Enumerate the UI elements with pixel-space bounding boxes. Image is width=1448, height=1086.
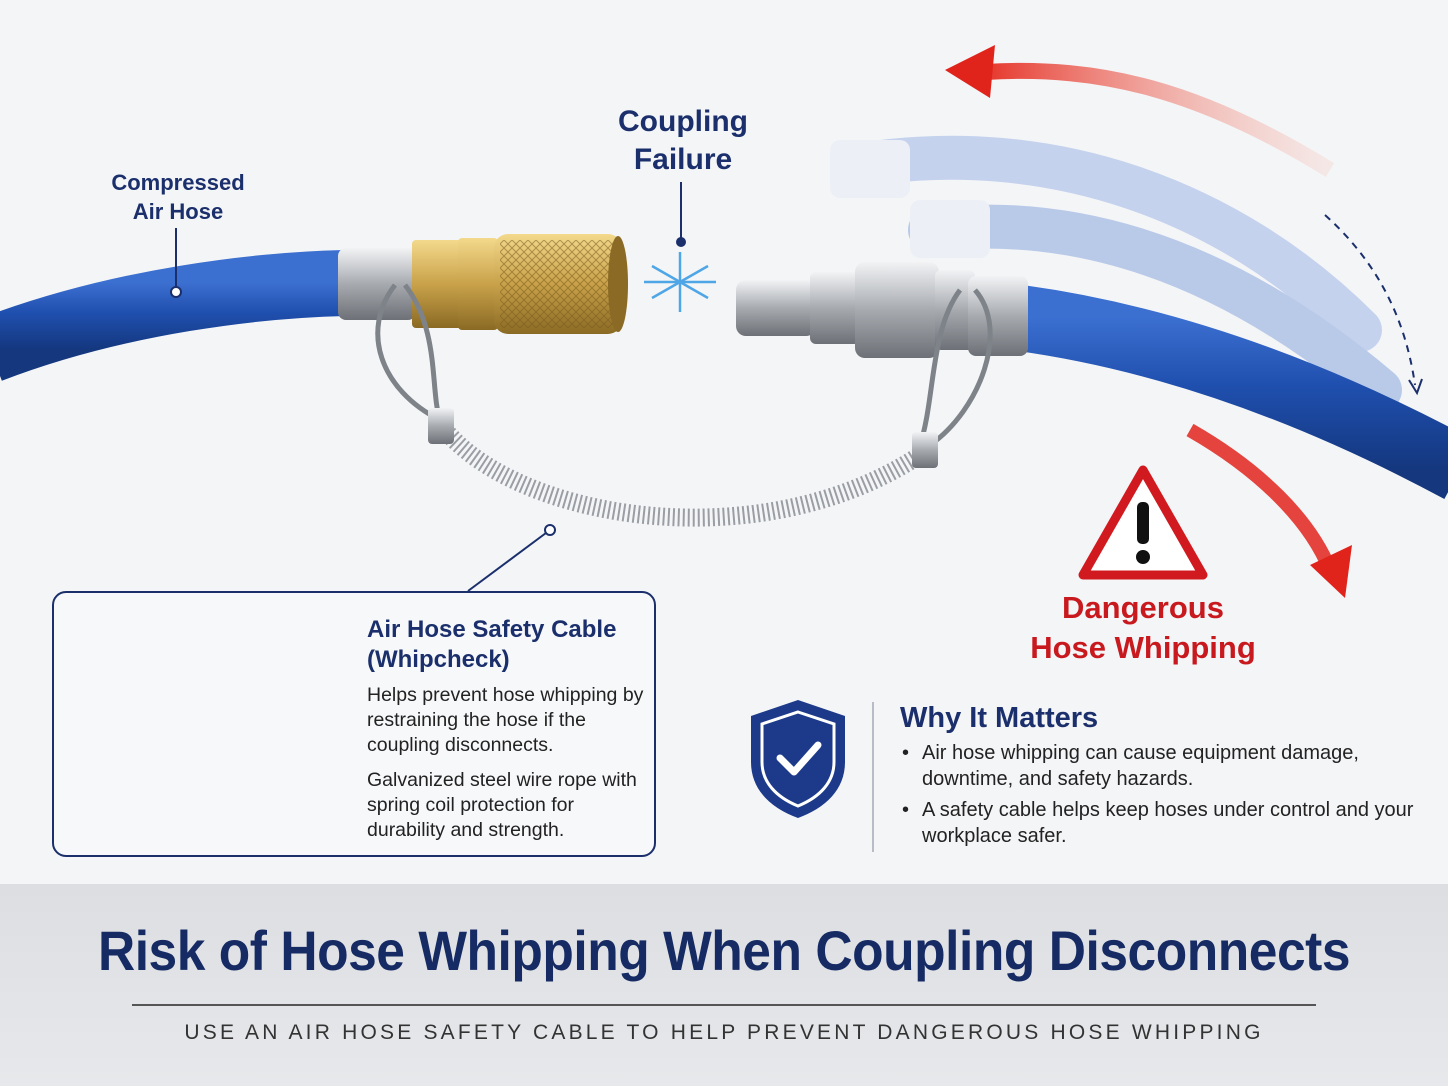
whip-arrow-icon xyxy=(945,45,1423,598)
leader-lines xyxy=(170,182,686,592)
callout-title-line1: Air Hose Safety Cable xyxy=(367,616,617,643)
motion-blur-hoses xyxy=(830,135,1402,412)
main-title: Risk of Hose Whipping When Coupling Disc… xyxy=(97,919,1351,982)
danger-label: Dangerous Hose Whipping xyxy=(1008,588,1278,668)
callout-paragraph-2: Galvanized steel wire rope with spring c… xyxy=(367,769,637,841)
safety-cable-callout: Air Hose Safety Cable (Whipcheck) Helps … xyxy=(52,591,656,857)
brass-coupler xyxy=(338,234,628,334)
spark-burst-icon xyxy=(644,252,716,312)
hose-label-line2: Air Hose xyxy=(132,199,224,224)
callout-title: Air Hose Safety Cable (Whipcheck) xyxy=(367,615,647,675)
why-item: Air hose whipping can cause equipment da… xyxy=(900,740,1420,792)
why-list: Air hose whipping can cause equipment da… xyxy=(900,740,1420,854)
safety-cable xyxy=(375,283,993,527)
banner-subtitle: USE AN AIR HOSE SAFETY CABLE TO HELP PRE… xyxy=(184,1021,1264,1044)
why-item: A safety cable helps keep hoses under co… xyxy=(900,797,1420,849)
callout-paragraph-1: Helps prevent hose whipping by restraini… xyxy=(367,684,644,756)
hose-label: Compressed Air Hose xyxy=(92,168,264,226)
steel-plug xyxy=(736,262,1028,358)
bottom-banner: Risk of Hose Whipping When Coupling Disc… xyxy=(0,884,1448,1086)
shield-check-icon xyxy=(751,700,845,818)
banner-divider xyxy=(132,1004,1316,1006)
coupling-label-line2: Failure xyxy=(633,143,733,176)
callout-title-line2: (Whipcheck) xyxy=(367,646,510,673)
why-divider xyxy=(872,702,874,852)
left-hose xyxy=(0,250,346,381)
coupling-failure-label: Coupling Failure xyxy=(608,103,758,179)
warning-triangle-icon xyxy=(1078,465,1208,580)
hose-label-line1: Compressed xyxy=(111,170,245,195)
why-title: Why It Matters xyxy=(900,702,1099,734)
right-hose xyxy=(1015,285,1448,500)
danger-label-line1: Dangerous xyxy=(1062,590,1224,625)
danger-label-line2: Hose Whipping xyxy=(1030,630,1256,665)
coupling-label-line1: Coupling xyxy=(618,105,748,138)
